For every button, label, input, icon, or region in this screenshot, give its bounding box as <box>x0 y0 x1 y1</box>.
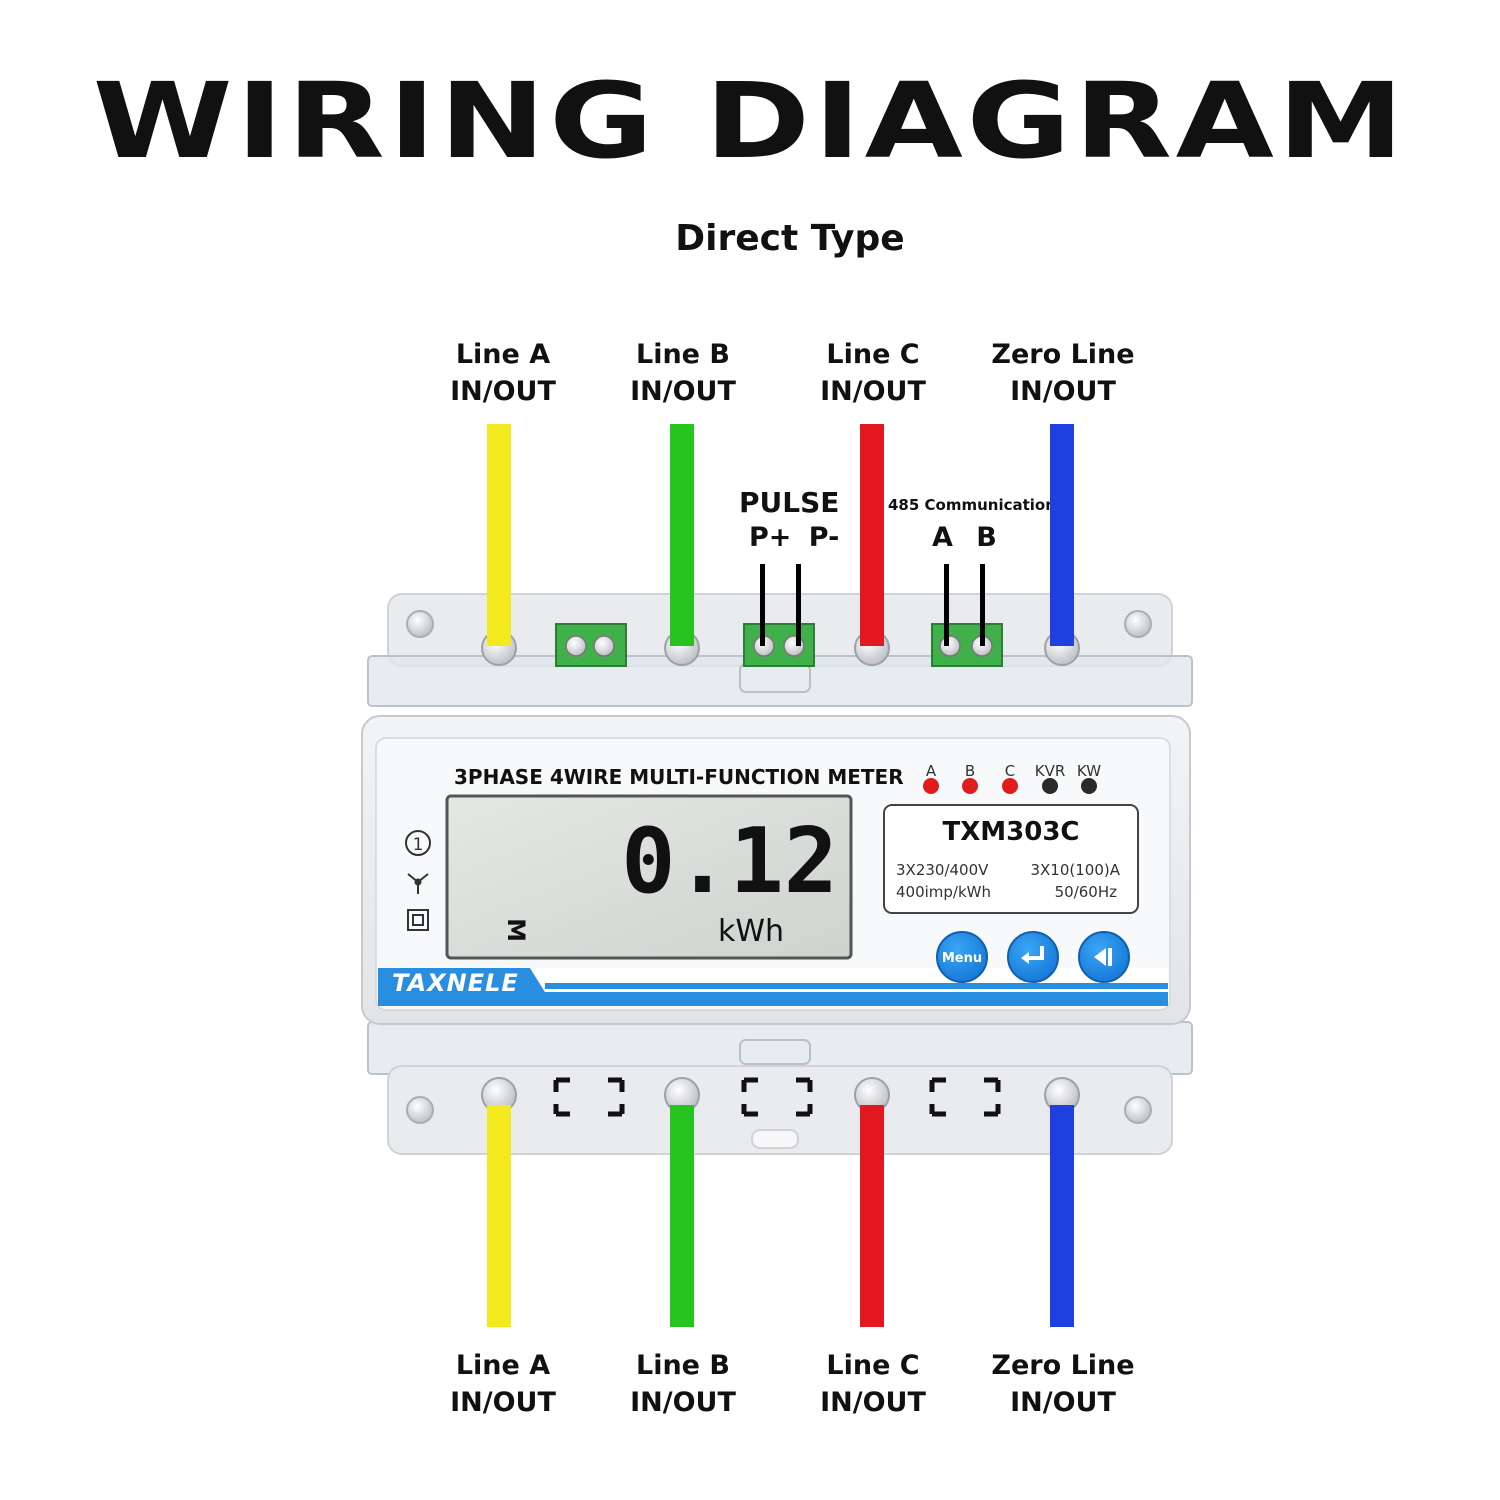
wire-pulse-plus <box>760 564 765 646</box>
back-button[interactable] <box>1078 931 1130 983</box>
back-icon <box>1094 948 1112 966</box>
indicator-c-label: C <box>1005 762 1015 780</box>
bottom-label-line-a: Line A IN/OUT <box>393 1347 613 1421</box>
signal-wires <box>760 564 985 646</box>
spec-imp: 400imp/kWh <box>896 883 991 901</box>
page-title: WIRING DIAGRAM <box>92 60 1408 182</box>
page-subtitle: Direct Type <box>675 218 905 259</box>
wire-comm-b <box>980 564 985 646</box>
bottom-label-line-a-name: Line A <box>455 1350 551 1381</box>
top-label-line-c-name: Line C <box>826 339 920 370</box>
wire-zero-bottom <box>1050 1105 1074 1327</box>
spec-voltage: 3X230/400V <box>896 861 989 879</box>
top-label-line-a-name: Line A <box>455 339 551 370</box>
wire-line-b-top <box>670 424 694 646</box>
mounting-screws <box>406 610 1152 1124</box>
top-label-line-c: Line C IN/OUT <box>763 336 983 410</box>
bottom-label-zero-line-name: Zero Line <box>991 1350 1135 1381</box>
wire-line-c-bottom <box>860 1105 884 1327</box>
lcd-screen <box>445 794 853 960</box>
circled-one-label: 1 <box>413 835 424 855</box>
bottom-label-zero-line-io: IN/OUT <box>1010 1387 1116 1418</box>
top-label-line-c-io: IN/OUT <box>820 376 926 407</box>
top-label-line-b-io: IN/OUT <box>630 376 736 407</box>
top-label-line-b: Line B IN/OUT <box>573 336 793 410</box>
bottom-label-line-a-io: IN/OUT <box>450 1387 556 1418</box>
indicator-c-led <box>1002 778 1018 794</box>
wire-line-c-top <box>860 424 884 646</box>
model-number: TXM303C <box>942 817 1079 847</box>
top-label-zero-line-name: Zero Line <box>991 339 1135 370</box>
comm-label: 485 Communication <box>888 496 1056 514</box>
terminal-bracket-marks <box>553 1077 1001 1117</box>
wire-line-b-bottom <box>670 1105 694 1327</box>
comm-pins-label: A B <box>932 522 997 553</box>
top-label-line-a-io: IN/OUT <box>450 376 556 407</box>
pulse-pins-label: P+ P- <box>749 522 840 553</box>
indicator-kvr-led <box>1042 778 1058 794</box>
top-label-zero-line-io: IN/OUT <box>1010 376 1116 407</box>
side-marks: 1 <box>405 830 431 931</box>
bottom-wires <box>487 1105 1074 1327</box>
double-insulation-icon <box>407 909 429 931</box>
enter-icon <box>1026 946 1044 960</box>
wire-zero-top <box>1050 424 1074 646</box>
circled-one-icon <box>405 830 431 856</box>
menu-button[interactable]: Menu <box>936 931 988 983</box>
top-wires <box>487 424 1074 646</box>
bottom-label-line-c-io: IN/OUT <box>820 1387 926 1418</box>
signal-connectors <box>555 623 1003 667</box>
status-indicators: A B C KVR KW <box>923 762 1101 794</box>
lcd-unit: kWh <box>718 914 784 949</box>
bottom-label-line-b-io: IN/OUT <box>630 1387 736 1418</box>
spec-current: 3X10(100)A <box>1030 861 1120 879</box>
pulse-label: PULSE <box>739 486 840 519</box>
top-label-line-b-name: Line B <box>636 339 730 370</box>
top-wire-terminals <box>481 628 1080 666</box>
spec-freq: 50/60Hz <box>1055 883 1118 901</box>
indicator-b-led <box>962 778 978 794</box>
brand-logo: TAXNELE <box>392 969 519 997</box>
bottom-label-line-b: Line B IN/OUT <box>573 1347 793 1421</box>
indicator-a-label: A <box>926 762 937 780</box>
bottom-label-line-c: Line C IN/OUT <box>763 1347 983 1421</box>
top-label-zero-line: Zero Line IN/OUT <box>953 336 1173 410</box>
lcd-mode-indicator: M <box>502 918 530 942</box>
indicator-kw-label: KW <box>1077 762 1101 780</box>
brand-stripe <box>378 968 1168 1006</box>
star-connection-icon <box>407 873 429 894</box>
bottom-label-zero-line: Zero Line IN/OUT <box>953 1347 1173 1421</box>
lcd-reading: 0.12 <box>621 809 838 914</box>
bottom-wire-terminals <box>481 1077 1080 1113</box>
wire-line-a-bottom <box>487 1105 511 1327</box>
menu-button-label: Menu <box>942 951 982 966</box>
wire-pulse-minus <box>796 564 801 646</box>
top-label-line-a: Line A IN/OUT <box>393 336 613 410</box>
indicator-b-label: B <box>965 762 975 780</box>
meter-heading: 3PHASE 4WIRE MULTI-FUNCTION METER <box>454 765 904 789</box>
spec-box <box>883 804 1139 914</box>
indicator-kw-led <box>1081 778 1097 794</box>
wire-line-a-top <box>487 424 511 646</box>
bottom-label-line-b-name: Line B <box>636 1350 730 1381</box>
enter-button[interactable] <box>1007 931 1059 983</box>
bottom-label-line-c-name: Line C <box>826 1350 920 1381</box>
wire-comm-a <box>944 564 949 646</box>
indicator-a-led <box>923 778 939 794</box>
indicator-kvr-label: KVR <box>1035 762 1066 780</box>
